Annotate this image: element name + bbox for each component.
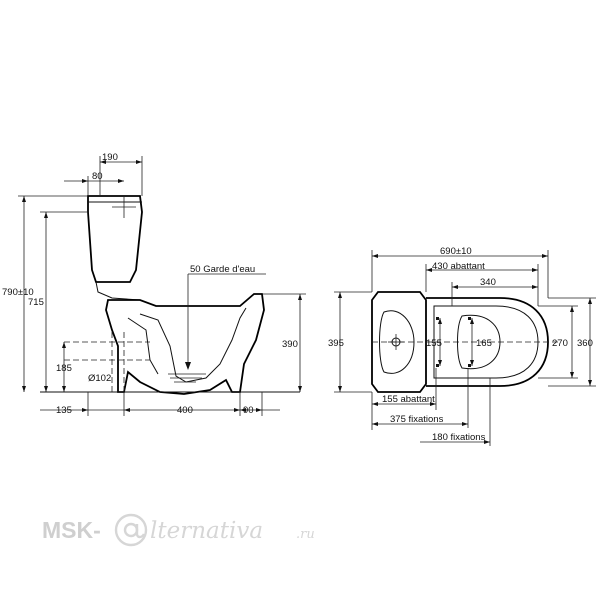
dim-400: 400	[177, 405, 193, 416]
watermark-logo: MSK- lternativa .ru	[42, 513, 315, 547]
watermark-brand-tld: .ru	[296, 527, 315, 542]
dim-790: 790±10	[2, 287, 34, 298]
dim-135: 135	[56, 405, 72, 416]
dim-180-fixations: 180 fixations	[432, 432, 486, 443]
watermark-brand-left: MSK-	[42, 517, 101, 543]
dim-80: 80	[92, 171, 103, 182]
dim-430-abattant: 430 abattant	[432, 261, 485, 272]
dim-375-fixations: 375 fixations	[390, 414, 444, 425]
dim-155-abattant: 155 abattant	[382, 394, 435, 405]
dim-155: 155	[426, 338, 442, 349]
dim-395: 395	[328, 338, 344, 349]
top-view-outline	[371, 291, 560, 393]
dim-390: 390	[282, 339, 298, 350]
label-water-seal: 50 Garde d'eau	[190, 264, 255, 275]
top-view-dimensions	[334, 250, 596, 446]
dim-340: 340	[480, 277, 496, 288]
dim-165: 165	[476, 338, 492, 349]
dim-outlet-diameter: Ø102	[88, 373, 111, 384]
dim-185: 185	[56, 363, 72, 374]
dim-360: 360	[577, 338, 593, 349]
watermark-brand-script: lternativa	[150, 518, 263, 544]
watermark-at-icon	[114, 513, 148, 547]
dim-270: 270	[552, 338, 568, 349]
dim-715: 715	[28, 297, 44, 308]
side-view-outline	[40, 195, 300, 395]
dim-190: 190	[102, 152, 118, 163]
dim-90: 90	[243, 405, 254, 416]
dim-690: 690±10	[440, 246, 472, 257]
side-view-dimensions	[18, 156, 306, 416]
